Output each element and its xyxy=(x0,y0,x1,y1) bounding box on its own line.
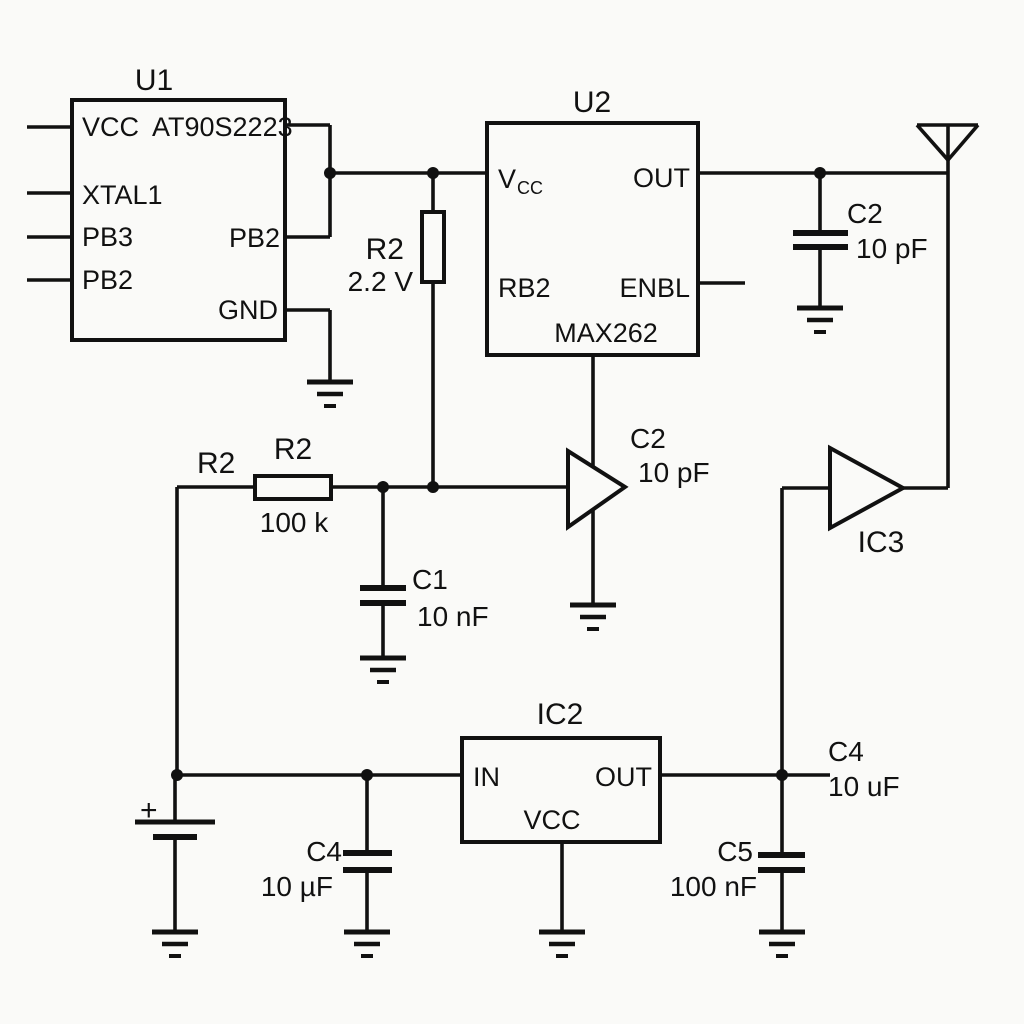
u2-pin-vcc-subscript: CC xyxy=(517,178,543,198)
junction-dot xyxy=(427,167,439,179)
u2-pin-out-label: OUT xyxy=(633,163,690,193)
junction-dot xyxy=(776,769,788,781)
c4-output-value-label: 10 uF xyxy=(828,771,900,802)
r2-pullup-resistor-body xyxy=(420,210,446,284)
ic2-ref-label: IC2 xyxy=(537,698,584,731)
ic2-pin-out-label: OUT xyxy=(595,762,652,792)
battery-plus-label: + xyxy=(140,794,158,827)
u1-ic-body xyxy=(70,98,287,342)
junction-dot xyxy=(814,167,826,179)
r2-series-resistor-body xyxy=(253,474,333,501)
ground-buffer xyxy=(570,602,616,631)
u2-pin-enbl-label: ENBL xyxy=(619,273,690,303)
u1-pin-pb2-left-label: PB2 xyxy=(82,265,133,295)
ic2-pin-in-label: IN xyxy=(473,762,500,792)
c2-buffer-value-label: 10 pF xyxy=(638,457,710,488)
u1-right-wiring xyxy=(285,123,487,382)
c4-input-capacitor xyxy=(343,850,392,873)
u2-ic-body xyxy=(485,121,700,357)
u1-ref-label: U1 xyxy=(135,64,173,97)
r2-net-label: R2 xyxy=(197,447,235,480)
r2-pullup-value-label: 2.2 V xyxy=(348,266,414,297)
ic3-amp-symbol xyxy=(828,444,908,532)
junction-dot xyxy=(171,769,183,781)
c4-input-value-label: 10 µF xyxy=(261,871,333,902)
mid-row-wiring xyxy=(175,485,568,775)
c2-rf-capacitor xyxy=(793,230,848,250)
u1-pin-gnd-label: GND xyxy=(218,295,278,325)
c5-value-label: 100 nF xyxy=(670,871,757,902)
junction-dot xyxy=(377,481,389,493)
r2-series-ref-label: R2 xyxy=(274,433,312,466)
u2-ref-label: U2 xyxy=(573,86,611,119)
battery-symbol xyxy=(135,819,215,840)
c2-rf-value-label: 10 pF xyxy=(856,233,928,264)
ground-c5 xyxy=(759,929,805,958)
c1-value-label: 10 nF xyxy=(417,601,489,632)
ground-c4 xyxy=(344,929,390,958)
ground-c1 xyxy=(360,655,406,684)
r2-pullup-ref-label: R2 xyxy=(366,233,404,266)
u2-pin-rb2-label: RB2 xyxy=(498,273,551,303)
ground-c2-rf xyxy=(797,305,843,334)
c2-buffer-ref-label: C2 xyxy=(630,423,666,454)
c2-rf-ref-label: C2 xyxy=(847,198,883,229)
junction-dot xyxy=(361,769,373,781)
ic2-body xyxy=(460,736,662,844)
u1-pin-pb2-right-label: PB2 xyxy=(229,223,280,253)
junction-dot xyxy=(427,481,439,493)
ground-battery xyxy=(152,929,198,958)
u1-pin-pb3-label: PB3 xyxy=(82,222,133,252)
r2-series-value-label: 100 k xyxy=(260,507,329,538)
junction-dot xyxy=(324,167,336,179)
buffer-amp-symbol xyxy=(566,447,629,531)
ground-u1 xyxy=(307,379,353,408)
u1-pin-xtal1-label: XTAL1 xyxy=(82,180,163,210)
ic2-pin-vcc-label: VCC xyxy=(523,805,580,835)
bottom-rail-wiring xyxy=(173,773,830,932)
c1-ref-label: C1 xyxy=(412,564,448,595)
ground-ic2 xyxy=(539,929,585,958)
u1-left-pin-stubs xyxy=(27,125,72,282)
c4-input-ref-label: C4 xyxy=(306,836,342,867)
c5-capacitor xyxy=(758,852,805,873)
ic3-ref-label: IC3 xyxy=(858,526,905,559)
c1-capacitor xyxy=(360,585,406,606)
u2-part-label: MAX262 xyxy=(554,318,658,348)
u1-part-label: AT90S2223 xyxy=(152,112,293,142)
c4-output-ref-label: C4 xyxy=(828,736,864,767)
antenna-symbol xyxy=(915,123,980,162)
c5-ref-label: C5 xyxy=(717,836,753,867)
antenna-wiring xyxy=(903,125,950,490)
ic3-input-wiring xyxy=(780,486,830,775)
antenna-right-side xyxy=(946,123,980,162)
antenna-left-side xyxy=(915,123,950,162)
u1-pin-vcc-label: VCC xyxy=(82,112,139,142)
u2-pin-vcc-label: V xyxy=(498,164,516,194)
